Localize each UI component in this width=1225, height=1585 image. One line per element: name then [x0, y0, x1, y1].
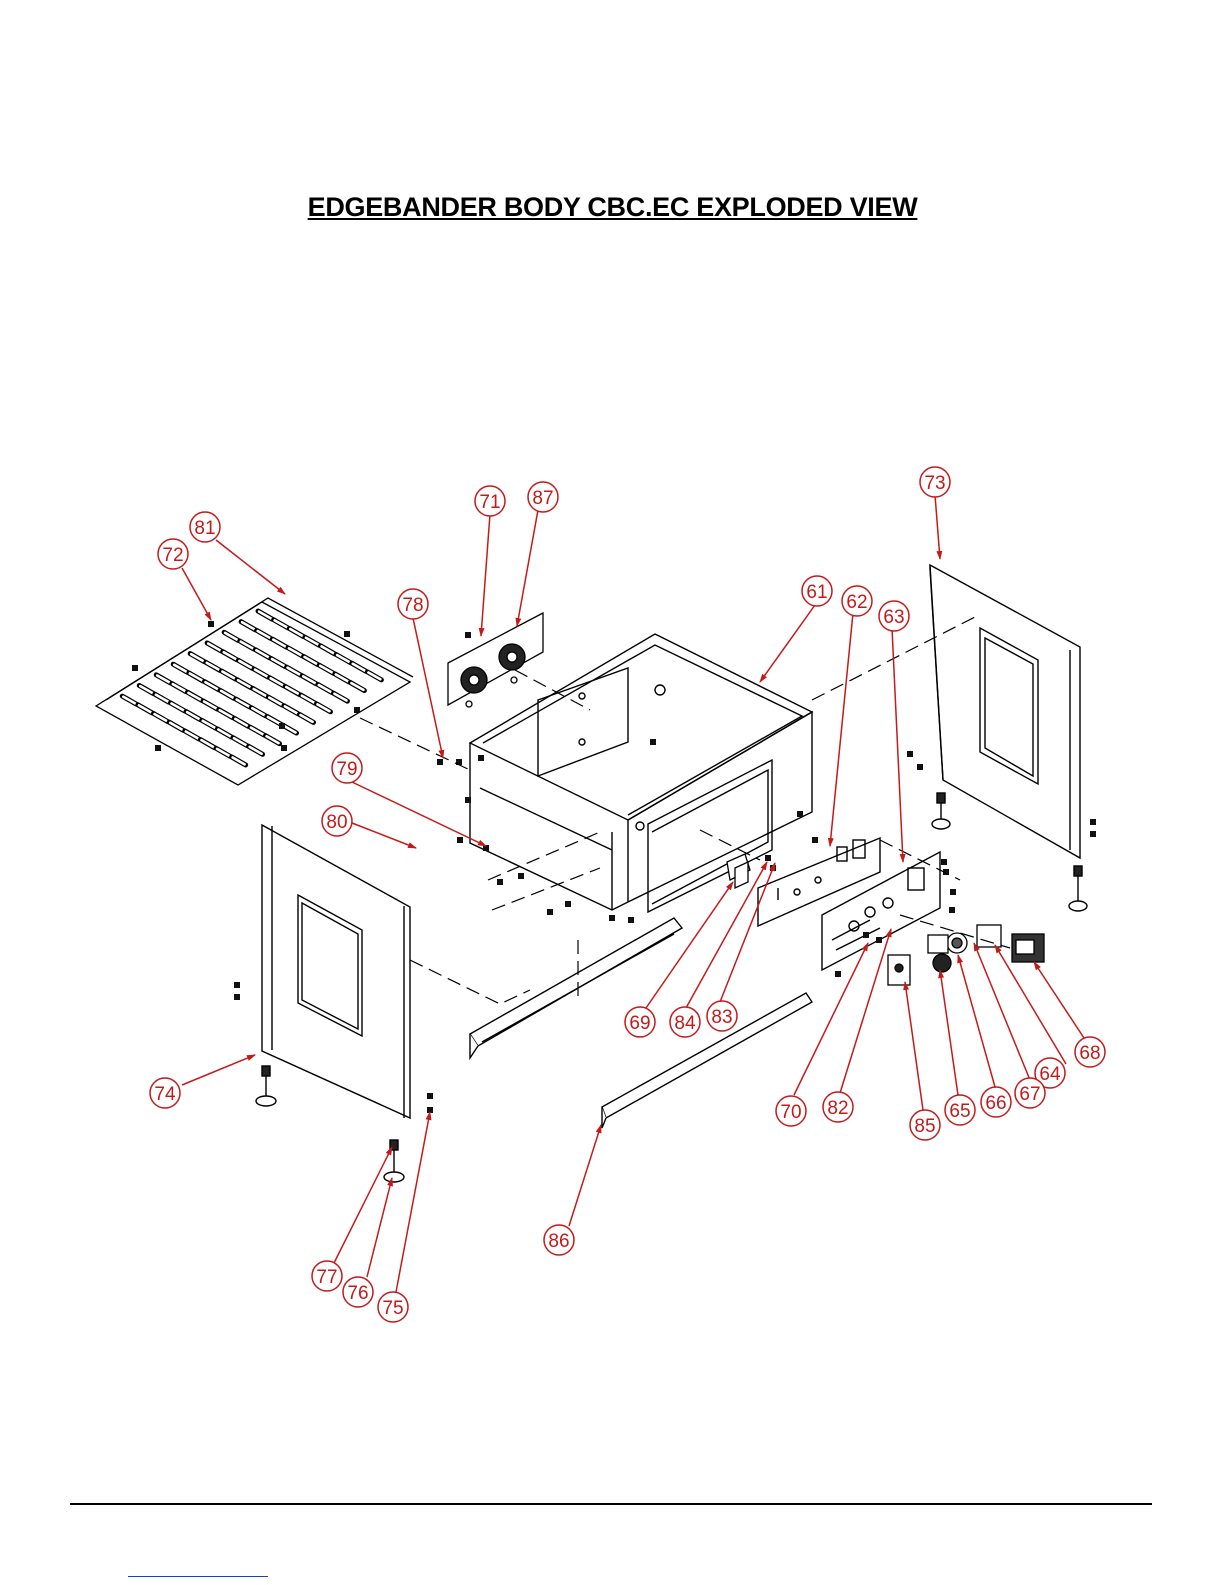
callout-78: 78	[398, 589, 428, 619]
callout-70: 70	[776, 1096, 806, 1126]
callout-79: 79	[332, 753, 362, 783]
svg-text:77: 77	[316, 1267, 337, 1288]
screw	[863, 932, 869, 938]
svg-text:64: 64	[1039, 1064, 1061, 1085]
svg-text:78: 78	[402, 595, 423, 616]
callout-68: 68	[1075, 1037, 1105, 1067]
bracket	[727, 854, 750, 888]
svg-text:80: 80	[326, 812, 347, 833]
main-body-box	[470, 634, 812, 912]
callout-67: 67	[1015, 1078, 1045, 1108]
callout-75: 75	[378, 1292, 408, 1322]
screw	[941, 859, 947, 865]
callout-69: 69	[625, 1007, 655, 1037]
screw	[907, 751, 913, 757]
slotted-top-plate	[96, 598, 413, 785]
screw	[876, 937, 882, 943]
screw	[609, 915, 615, 921]
footer-link-underline	[128, 1576, 268, 1577]
left-side-panel	[256, 825, 410, 1182]
svg-text:62: 62	[846, 592, 867, 613]
svg-text:75: 75	[382, 1298, 403, 1319]
svg-text:67: 67	[1019, 1084, 1040, 1105]
screw	[465, 632, 471, 638]
screw	[465, 797, 471, 803]
screw	[628, 917, 634, 923]
svg-text:72: 72	[162, 545, 183, 566]
callout-87: 87	[528, 482, 558, 512]
screw	[344, 631, 350, 637]
screw	[497, 879, 503, 885]
screw	[1090, 831, 1096, 837]
callout-62: 62	[842, 586, 872, 616]
screw	[234, 982, 240, 988]
screw	[279, 723, 285, 729]
callout-86: 86	[544, 1225, 574, 1255]
callout-84: 84	[670, 1007, 700, 1037]
screw	[437, 759, 443, 765]
screw	[812, 837, 818, 843]
screw	[917, 764, 923, 770]
screw	[427, 1093, 433, 1099]
screw	[281, 745, 287, 751]
callout-77: 77	[312, 1261, 342, 1291]
callout-61: 61	[802, 576, 832, 606]
screw	[457, 837, 463, 843]
svg-text:87: 87	[532, 488, 553, 509]
screw	[155, 745, 161, 751]
svg-text:69: 69	[629, 1013, 650, 1034]
svg-text:61: 61	[806, 582, 827, 603]
screw	[949, 907, 955, 913]
footer-rule	[70, 1503, 1152, 1505]
middle-rail	[470, 918, 682, 1058]
svg-text:70: 70	[780, 1102, 801, 1123]
screw	[565, 901, 571, 907]
svg-text:63: 63	[883, 607, 904, 628]
screw	[1090, 819, 1096, 825]
screw	[797, 811, 803, 817]
right-side-panel	[930, 565, 1087, 911]
callout-85: 85	[910, 1110, 940, 1140]
screw	[835, 971, 841, 977]
fan-plate	[448, 613, 543, 707]
callout-83: 83	[707, 1001, 737, 1031]
svg-text:86: 86	[548, 1231, 569, 1252]
svg-text:84: 84	[674, 1013, 696, 1034]
svg-text:82: 82	[827, 1098, 848, 1119]
electrical-components	[888, 925, 1044, 985]
svg-text:79: 79	[336, 759, 357, 780]
svg-text:68: 68	[1079, 1043, 1100, 1064]
screw	[950, 889, 956, 895]
svg-text:73: 73	[924, 473, 945, 494]
callout-63: 63	[879, 601, 909, 631]
svg-text:76: 76	[347, 1283, 368, 1304]
callout-80: 80	[322, 806, 352, 836]
screw	[132, 665, 138, 671]
screw	[354, 707, 360, 713]
callout-72: 72	[158, 539, 188, 569]
screw	[650, 739, 656, 745]
svg-text:66: 66	[985, 1093, 1006, 1114]
screw	[765, 855, 771, 861]
callout-65: 65	[945, 1095, 975, 1125]
screw	[208, 621, 214, 627]
screw	[547, 909, 553, 915]
callout-66: 66	[981, 1087, 1011, 1117]
screw	[478, 755, 484, 761]
svg-text:81: 81	[194, 518, 215, 539]
svg-text:65: 65	[949, 1101, 970, 1122]
callout-74: 74	[150, 1078, 180, 1108]
svg-text:74: 74	[154, 1084, 176, 1105]
svg-text:83: 83	[711, 1007, 732, 1028]
callout-73: 73	[920, 467, 950, 497]
callout-82: 82	[823, 1092, 853, 1122]
screw	[234, 994, 240, 1000]
screw	[518, 873, 524, 879]
callout-71: 71	[475, 486, 505, 516]
svg-text:85: 85	[914, 1116, 935, 1137]
callout-76: 76	[343, 1277, 373, 1307]
svg-text:71: 71	[479, 492, 500, 513]
callout-81: 81	[190, 512, 220, 542]
